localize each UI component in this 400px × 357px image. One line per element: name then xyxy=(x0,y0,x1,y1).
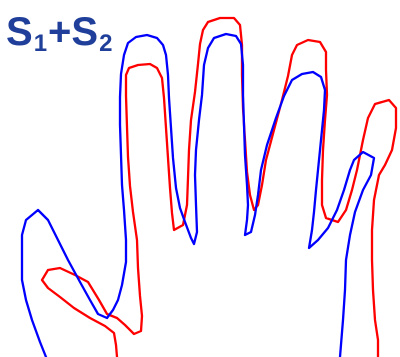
title-letter-1: S xyxy=(6,10,33,54)
title-operator: + xyxy=(48,10,72,54)
title-subscript-1: 1 xyxy=(33,30,48,57)
title-subscript-2: 2 xyxy=(99,30,113,57)
hand-contour-red xyxy=(40,16,398,357)
title-letter-2: S xyxy=(71,10,99,54)
figure-title: S1+S2 xyxy=(6,12,113,56)
hand-contour-blue xyxy=(20,32,376,357)
